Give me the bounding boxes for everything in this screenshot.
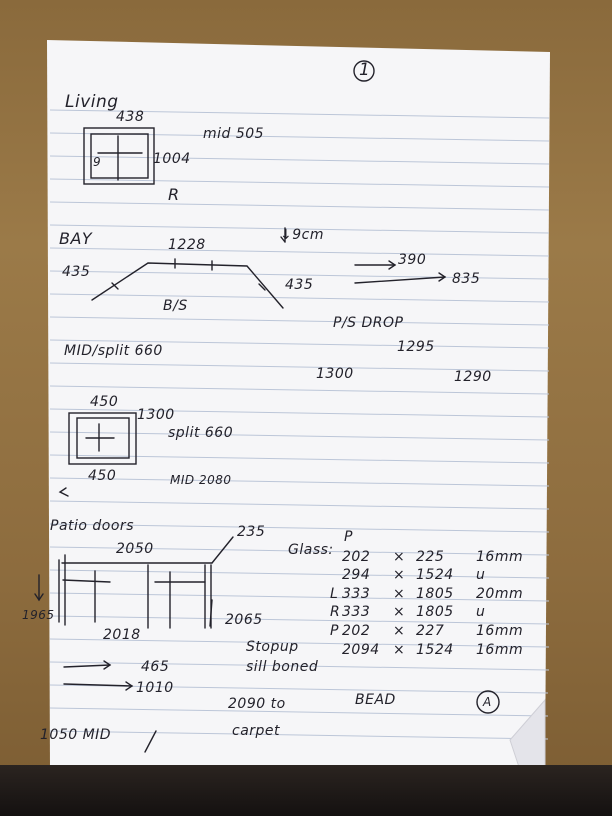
mid-split-heading: MID/split 660 bbox=[64, 343, 163, 359]
bay-outline bbox=[91, 262, 284, 309]
bead-circle-mark bbox=[476, 690, 500, 714]
patio-arrow-1 bbox=[63, 664, 111, 668]
bay-arrow1-value: 390 bbox=[398, 252, 427, 268]
glass-row-a: 294 bbox=[342, 567, 371, 583]
bay-v2: 1300 bbox=[316, 366, 354, 382]
mid-split-bottom: 450 bbox=[88, 468, 117, 484]
bead-label: BEAD bbox=[355, 692, 396, 708]
bay-top: 1228 bbox=[168, 237, 206, 253]
table-edge bbox=[0, 765, 612, 816]
glass-row-size: 16mm bbox=[476, 642, 524, 658]
living-window-inner bbox=[90, 133, 149, 179]
patio-top-right: 235 bbox=[237, 524, 266, 540]
glass-row-a: 202 bbox=[342, 623, 371, 639]
bay-v1: 1295 bbox=[397, 339, 435, 355]
paper-sheet bbox=[47, 40, 550, 770]
glass-row-b: 1805 bbox=[416, 604, 454, 620]
mid-split-side: 1300 bbox=[137, 407, 175, 423]
glass-row-b: 1524 bbox=[416, 642, 454, 658]
living-window-frame bbox=[83, 127, 155, 185]
glass-row-a: 202 bbox=[342, 549, 371, 565]
glass-row-a: 333 bbox=[342, 604, 371, 620]
living-height: 1004 bbox=[153, 151, 191, 167]
glass-row-prefix: P bbox=[330, 623, 339, 639]
glass-row-b: 227 bbox=[416, 623, 445, 639]
glass-row-b: 1524 bbox=[416, 567, 454, 583]
glass-row-a: 2094 bbox=[342, 642, 380, 658]
bay-p-drop: P/S DROP bbox=[333, 315, 404, 331]
glass-row: 202 × 225 16mm bbox=[330, 550, 550, 568]
bay-bottom: B/S bbox=[163, 298, 188, 314]
page-number-circle bbox=[353, 60, 375, 82]
mid-split-window-inner bbox=[76, 417, 130, 459]
bay-heading: BAY bbox=[59, 229, 93, 248]
times-sign: × bbox=[393, 623, 406, 639]
times-sign: × bbox=[393, 549, 406, 565]
glass-row-b: 1805 bbox=[416, 586, 454, 602]
living-note: mid 505 bbox=[203, 126, 265, 142]
glass-label: Glass: bbox=[288, 542, 334, 558]
living-r-label: R bbox=[168, 185, 180, 204]
patio-carpet-line1: 2090 to bbox=[228, 696, 286, 712]
times-sign: × bbox=[393, 604, 406, 620]
patio-arrow1-value: 465 bbox=[141, 659, 170, 675]
patio-heading: Patio doors bbox=[50, 518, 134, 534]
page-number: 1 bbox=[359, 60, 371, 80]
mid-split-note: split 660 bbox=[168, 425, 234, 441]
patio-note-line2: sill boned bbox=[246, 659, 319, 675]
glass-row: 294 × 1524 u bbox=[330, 568, 550, 586]
patio-bottom: 2018 bbox=[103, 627, 141, 643]
glass-row-b: 225 bbox=[416, 549, 445, 565]
patio-arrow-2 bbox=[63, 683, 133, 687]
mid-split-window-frame bbox=[68, 412, 137, 465]
patio-width: 2050 bbox=[116, 541, 154, 557]
sketches bbox=[34, 60, 500, 753]
bay-arrow-2 bbox=[354, 276, 446, 284]
ruled-lines bbox=[49, 109, 550, 740]
glass-p-mark: P bbox=[344, 529, 353, 545]
glass-row-size: 16mm bbox=[476, 623, 524, 639]
living-width: 438 bbox=[116, 109, 145, 125]
glass-row-size: u bbox=[476, 567, 486, 583]
bay-left-side: 435 bbox=[62, 264, 91, 280]
times-sign: × bbox=[393, 586, 406, 602]
times-sign: × bbox=[393, 642, 406, 658]
mid-split-top: 450 bbox=[90, 394, 119, 410]
living-heading: Living bbox=[65, 92, 119, 112]
times-sign: × bbox=[393, 567, 406, 583]
patio-right-height: 2065 bbox=[225, 612, 263, 628]
glass-row-a: 333 bbox=[342, 586, 371, 602]
glass-row-size: 20mm bbox=[476, 586, 524, 602]
patio-arrow2-value: 1010 bbox=[136, 680, 174, 696]
glass-row-prefix: L bbox=[330, 586, 339, 602]
bay-v3: 1290 bbox=[454, 369, 492, 385]
glass-row: 2094 × 1524 16mm bbox=[330, 643, 550, 661]
bead-circle-text: A bbox=[483, 695, 492, 709]
living-nine: 9 bbox=[93, 155, 102, 169]
patio-mid: 1050 MID bbox=[40, 727, 112, 743]
bay-drop: ↓9cm bbox=[280, 227, 324, 243]
glass-row-prefix: R bbox=[330, 604, 341, 620]
glass-row-size: u bbox=[476, 604, 486, 620]
patio-left-height: 1965 bbox=[22, 608, 55, 622]
patio-carpet-line2: carpet bbox=[232, 723, 281, 739]
mid-split-mid: MID 2080 bbox=[170, 473, 232, 487]
bay-arrow2-value: 835 bbox=[452, 271, 481, 287]
glass-row-size: 16mm bbox=[476, 549, 524, 565]
bay-right-side: 435 bbox=[285, 277, 314, 293]
patio-note-line1: Stopup bbox=[246, 639, 299, 655]
